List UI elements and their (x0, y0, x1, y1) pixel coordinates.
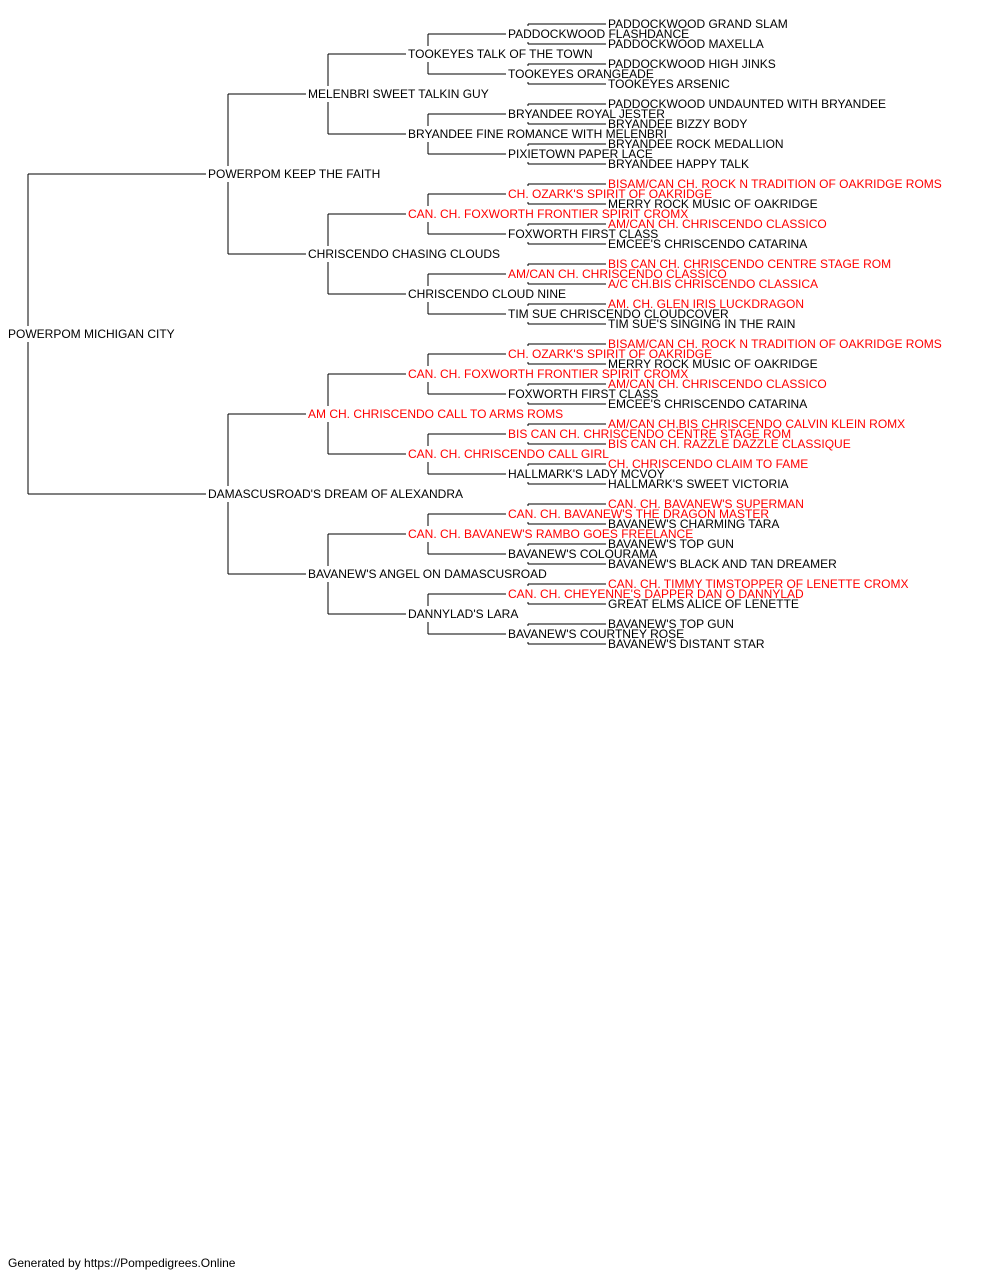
ancestor-name: BISAM/CAN CH. ROCK N TRADITION OF OAKRID… (608, 177, 942, 191)
ancestor-name: PADDOCKWOOD UNDAUNTED WITH BRYANDEE (608, 97, 886, 111)
ancestor-name: BAVANEW'S COURTNEY ROSE (508, 627, 684, 641)
ancestor-name: BAVANEW'S TOP GUN (608, 537, 734, 551)
ancestor-name: TIM SUE CHRISCENDO CLOUDCOVER (508, 307, 729, 321)
ancestor-name: EMCEE'S CHRISCENDO CATARINA (608, 237, 807, 251)
ancestor-name: PIXIETOWN PAPER LACE (508, 147, 653, 161)
ancestor-name: PADDOCKWOOD GRAND SLAM (608, 17, 788, 31)
ancestor-name: CAN. CH. CHEYENNE'S DAPPER DAN O DANNYLA… (508, 587, 804, 601)
ancestor-name: TOOKEYES TALK OF THE TOWN (408, 47, 593, 61)
ancestor-name: AM/CAN CH. CHRISCENDO CLASSICO (508, 267, 727, 281)
ancestor-name: BAVANEW'S COLOURAMA (508, 547, 657, 561)
ancestor-name: CAN. CH. FOXWORTH FRONTIER SPIRIT CROMX (408, 207, 688, 221)
ancestor-name: MERRY ROCK MUSIC OF OAKRIDGE (608, 357, 818, 371)
ancestor-name: CAN. CH. BAVANEW'S THE DRAGON MASTER (508, 507, 769, 521)
ancestor-name: PADDOCKWOOD MAXELLA (608, 37, 764, 51)
ancestor-name: PADDOCKWOOD HIGH JINKS (608, 57, 776, 71)
ancestor-name: BIS CAN CH. CHRISCENDO CENTRE STAGE ROM (608, 257, 891, 271)
ancestor-name: PADDOCKWOOD FLASHDANCE (508, 27, 689, 41)
ancestor-name: CH. OZARK'S SPIRIT OF OAKRIDGE (508, 187, 712, 201)
ancestor-name: BISAM/CAN CH. ROCK N TRADITION OF OAKRID… (608, 337, 942, 351)
ancestor-name: DAMASCUSROAD'S DREAM OF ALEXANDRA (208, 487, 463, 501)
ancestor-name: MELENBRI SWEET TALKIN GUY (308, 87, 489, 101)
ancestor-name: BIS CAN CH. RAZZLE DAZZLE CLASSIQUE (608, 437, 851, 451)
ancestor-name: POWERPOM KEEP THE FAITH (208, 167, 380, 181)
ancestor-name: CHRISCENDO CHASING CLOUDS (308, 247, 500, 261)
ancestor-name: CAN. CH. BAVANEW'S RAMBO GOES FREELANCE (408, 527, 693, 541)
ancestor-name: AM CH. CHRISCENDO CALL TO ARMS ROMS (308, 407, 563, 421)
ancestor-name: CAN. CH. FOXWORTH FRONTIER SPIRIT CROMX (408, 367, 688, 381)
ancestor-name: AM/CAN CH. CHRISCENDO CLASSICO (608, 217, 827, 231)
ancestor-name: BRYANDEE ROCK MEDALLION (608, 137, 784, 151)
ancestor-name: BRYANDEE ROYAL JESTER (508, 107, 665, 121)
ancestor-name: EMCEE'S CHRISCENDO CATARINA (608, 397, 807, 411)
ancestor-name: CH. CHRISCENDO CLAIM TO FAME (608, 457, 808, 471)
ancestor-name: HALLMARK'S SWEET VICTORIA (608, 477, 789, 491)
ancestor-name: CHRISCENDO CLOUD NINE (408, 287, 566, 301)
ancestor-name: CAN. CH. BAVANEW'S SUPERMAN (608, 497, 804, 511)
ancestor-name: AM. CH. GLEN IRIS LUCKDRAGON (608, 297, 804, 311)
ancestor-name: A/C CH.BIS CHRISCENDO CLASSICA (608, 277, 818, 291)
ancestor-name: TOOKEYES ARSENIC (608, 77, 730, 91)
ancestor-name: AM/CAN CH. CHRISCENDO CLASSICO (608, 377, 827, 391)
ancestor-name: TIM SUE'S SINGING IN THE RAIN (608, 317, 795, 331)
ancestor-name: HALLMARK'S LADY MCVOY (508, 467, 665, 481)
footer-credit: Generated by https://Pompedigrees.Online (8, 1256, 236, 1270)
ancestor-name: BAVANEW'S BLACK AND TAN DREAMER (608, 557, 837, 571)
ancestor-name: FOXWORTH FIRST CLASS (508, 227, 658, 241)
subject-name: POWERPOM MICHIGAN CITY (8, 327, 175, 341)
ancestor-name: CH. OZARK'S SPIRIT OF OAKRIDGE (508, 347, 712, 361)
ancestor-name: BAVANEW'S DISTANT STAR (608, 637, 765, 651)
ancestor-name: FOXWORTH FIRST CLASS (508, 387, 658, 401)
ancestor-name: GREAT ELMS ALICE OF LENETTE (608, 597, 799, 611)
ancestor-name: DANNYLAD'S LARA (408, 607, 518, 621)
ancestor-name: BRYANDEE HAPPY TALK (608, 157, 749, 171)
ancestor-name: BAVANEW'S TOP GUN (608, 617, 734, 631)
ancestor-name: AM/CAN CH.BIS CHRISCENDO CALVIN KLEIN RO… (608, 417, 905, 431)
ancestor-name: TOOKEYES ORANGEADE (508, 67, 654, 81)
ancestor-name: CAN. CH. CHRISCENDO CALL GIRL (408, 447, 609, 461)
ancestor-name: BAVANEW'S ANGEL ON DAMASCUSROAD (308, 567, 547, 581)
ancestor-name: BAVANEW'S CHARMING TARA (608, 517, 779, 531)
ancestor-name: BRYANDEE FINE ROMANCE WITH MELENBRI (408, 127, 667, 141)
ancestor-name: BRYANDEE BIZZY BODY (608, 117, 747, 131)
ancestor-name: CAN. CH. TIMMY TIMSTOPPER OF LENETTE CRO… (608, 577, 908, 591)
ancestor-name: BIS CAN CH. CHRISCENDO CENTRE STAGE ROM (508, 427, 791, 441)
ancestor-name: MERRY ROCK MUSIC OF OAKRIDGE (608, 197, 818, 211)
